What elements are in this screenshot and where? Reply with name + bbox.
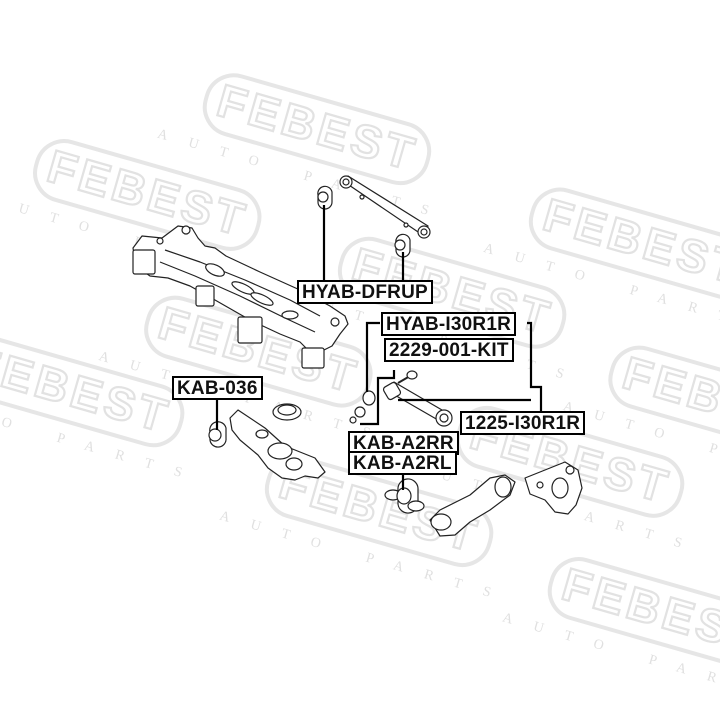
leader-lines xyxy=(215,205,543,490)
trailing-arm-bushing-drawing xyxy=(384,478,425,514)
label-hyab-dfrup[interactable]: HYAB-DFRUP xyxy=(297,280,433,304)
lower-arm-bushing-drawing xyxy=(208,421,227,448)
upper-arm-bushings-drawing xyxy=(317,185,411,258)
rear-knuckle-drawing xyxy=(524,461,583,515)
rear-subframe-drawing xyxy=(132,225,349,369)
label-kab-a2rl[interactable]: KAB-A2RL xyxy=(348,451,457,475)
lateral-link-drawing xyxy=(349,370,453,427)
spring-seat-drawing xyxy=(272,403,302,421)
label-hyab-i30r1r[interactable]: HYAB-I30R1R xyxy=(381,312,517,336)
label-kab-036[interactable]: KAB-036 xyxy=(172,376,263,400)
label-2229-001-kit[interactable]: 2229-001-KIT xyxy=(384,338,514,362)
upper-control-arm-drawing xyxy=(339,175,431,239)
label-1225-i30r1r[interactable]: 1225-I30R1R xyxy=(460,411,586,435)
lower-control-arm-drawing xyxy=(229,409,326,481)
trailing-arm-drawing xyxy=(429,474,516,537)
